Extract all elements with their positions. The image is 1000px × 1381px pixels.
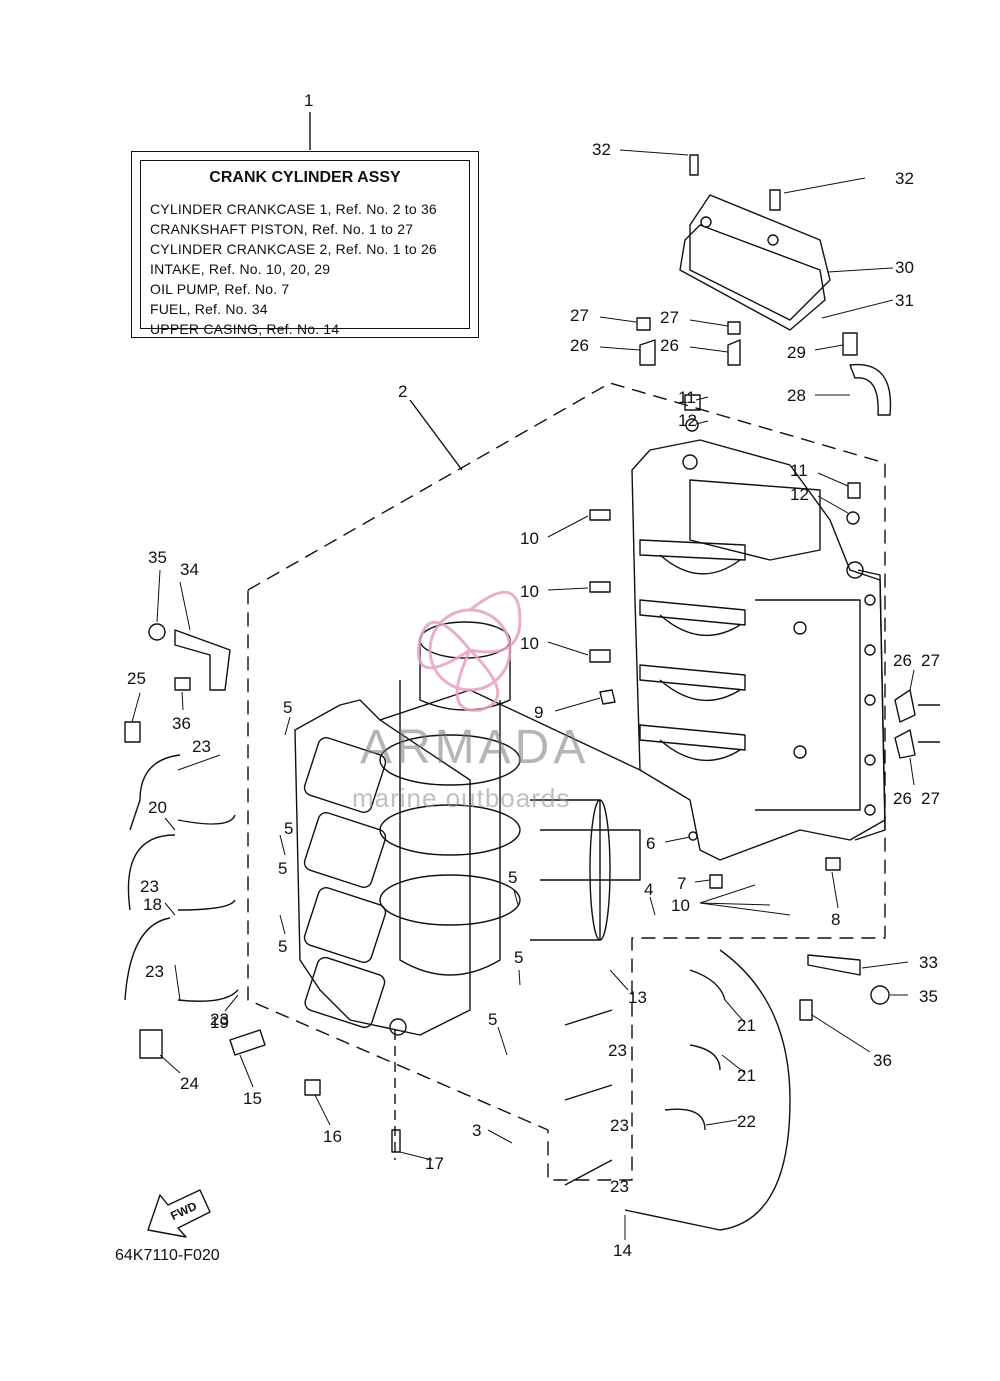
crankshaft — [379, 621, 641, 976]
callout-9: 9 — [534, 703, 544, 722]
callout-17: 17 — [425, 1154, 444, 1173]
fwd-arrow — [147, 1189, 211, 1238]
callout-7: 7 — [677, 874, 687, 893]
callout-11: 11 — [678, 388, 696, 407]
legend-line: CYLINDER CRANKCASE 1, Ref. No. 2 to 36 — [150, 201, 437, 217]
leader-2 — [409, 399, 463, 471]
callout-22: 22 — [737, 1112, 756, 1131]
callout-35: 35 — [148, 548, 167, 567]
legend-line: FUEL, Ref. No. 34 — [150, 301, 268, 317]
callout-5: 5 — [508, 868, 518, 887]
callout-15: 15 — [243, 1089, 262, 1108]
hoses — [124, 754, 791, 1231]
callout-26: 26 — [570, 336, 589, 355]
callout-5: 5 — [514, 948, 524, 967]
callout-18: 18 — [143, 895, 162, 914]
leader-lines — [131, 149, 915, 1240]
callout-36: 36 — [873, 1051, 892, 1070]
callout-25: 25 — [127, 669, 146, 688]
callout-12: 12 — [678, 411, 697, 430]
callout-27: 27 — [921, 789, 940, 808]
callout-21: 21 — [737, 1016, 756, 1035]
callout-31: 31 — [895, 291, 914, 310]
callout-32: 32 — [592, 140, 611, 159]
callout-32: 32 — [895, 169, 914, 188]
upper-cover — [679, 194, 831, 331]
callout-13: 13 — [628, 988, 647, 1007]
callout-3: 3 — [472, 1121, 482, 1140]
callout-29: 29 — [787, 343, 806, 362]
callout-2: 2 — [398, 382, 408, 401]
assembly-outline — [247, 382, 886, 1181]
callout-12: 12 — [790, 485, 809, 504]
callout-27: 27 — [570, 306, 589, 325]
callout-5: 5 — [278, 859, 288, 878]
callout-4: 4 — [644, 880, 654, 899]
callout-23: 23 — [140, 877, 159, 896]
callout-27: 27 — [660, 308, 679, 327]
callout-23: 23 — [610, 1116, 629, 1135]
legend-line: UPPER CASING, Ref. No. 14 — [150, 321, 340, 337]
callout-34: 34 — [180, 560, 199, 579]
callout-23: 23 — [145, 962, 164, 981]
legend-line: CYLINDER CRANKCASE 2, Ref. No. 1 to 26 — [150, 241, 437, 257]
watermark-title: ARMADA — [360, 721, 590, 774]
callout-35: 35 — [919, 987, 938, 1006]
legend-line: OIL PUMP, Ref. No. 7 — [150, 281, 290, 297]
callout-23-hidden: 23 — [210, 1010, 229, 1029]
legend-line: INTAKE, Ref. No. 10, 20, 29 — [150, 261, 331, 277]
callout-36: 36 — [172, 714, 191, 733]
callout-10: 10 — [671, 896, 690, 915]
callout-23: 23 — [610, 1177, 629, 1196]
callout-26: 26 — [893, 789, 912, 808]
callout-28: 28 — [787, 386, 806, 405]
callout-11: 11 — [790, 461, 808, 480]
callout-1: 1 — [304, 91, 314, 110]
callout-8: 8 — [831, 910, 841, 929]
callout-6: 6 — [646, 834, 656, 853]
callout-19: 19 — [210, 1013, 229, 1032]
callout-21: 21 — [737, 1066, 756, 1085]
cylinder-block — [294, 689, 641, 1160]
document-code: 64K7110-F020 — [115, 1247, 220, 1264]
callout-5: 5 — [284, 819, 294, 838]
crankcase-block — [631, 439, 886, 861]
fasteners — [124, 154, 940, 1153]
callout-5: 5 — [278, 937, 288, 956]
callout-5: 5 — [283, 698, 293, 717]
callout-24: 24 — [180, 1074, 199, 1093]
callout-30: 30 — [895, 258, 914, 277]
callout-14: 14 — [613, 1241, 632, 1260]
callout-26: 26 — [660, 336, 679, 355]
legend-box: CRANK CYLINDER ASSY CYLINDER CRANKCASE 1… — [131, 151, 479, 338]
callout-10: 10 — [520, 634, 539, 653]
legend-inner: CRANK CYLINDER ASSY CYLINDER CRANKCASE 1… — [140, 160, 470, 337]
callout-23: 23 — [192, 737, 211, 756]
callout-33: 33 — [919, 953, 938, 972]
callout-26: 26 — [893, 651, 912, 670]
callout-5: 5 — [488, 1010, 498, 1029]
legend-title: CRANK CYLINDER ASSY — [209, 169, 401, 186]
watermark-subtitle: marine outboards — [352, 783, 571, 813]
callout-27: 27 — [921, 651, 940, 670]
callout-23: 23 — [608, 1041, 627, 1060]
callout-20: 20 — [148, 798, 167, 817]
callout-10: 10 — [520, 529, 539, 548]
callout-16: 16 — [323, 1127, 342, 1146]
legend-line: CRANKSHAFT PISTON, Ref. No. 1 to 27 — [150, 221, 414, 237]
callout-10: 10 — [520, 582, 539, 601]
watermark-logo — [417, 590, 522, 712]
